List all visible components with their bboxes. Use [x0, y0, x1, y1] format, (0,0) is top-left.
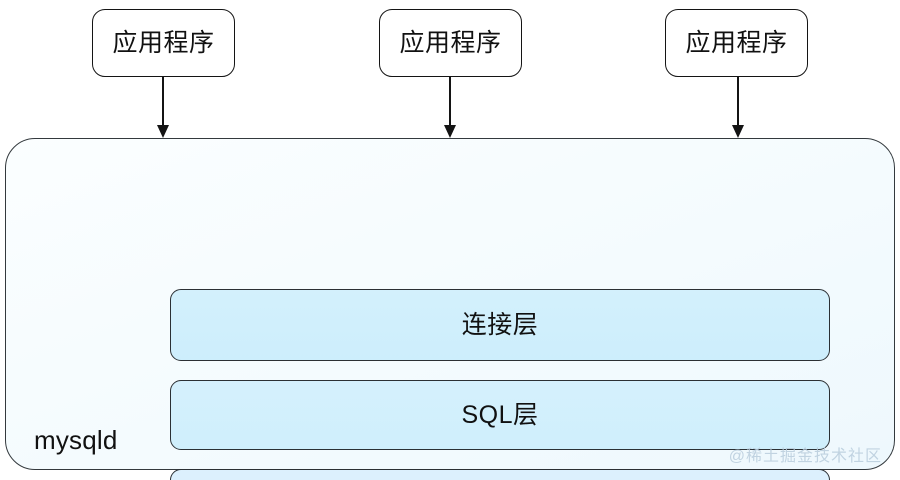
arrow-shaft — [162, 77, 164, 129]
app-box-2: 应用程序 — [379, 9, 522, 77]
arrow-down-icon-2 — [443, 77, 457, 141]
layer-storage-engine: 存储引擎层 磁盘 内存 网络 — [170, 469, 830, 480]
arrow-head — [443, 125, 456, 138]
mysqld-container: mysqld 连接层 SQL层 存储引擎层 磁盘 内存 网络 — [5, 138, 895, 480]
arrow-shaft — [449, 77, 451, 129]
app-box-2-label: 应用程序 — [399, 28, 502, 57]
app-box-3: 应用程序 — [665, 9, 808, 77]
arrow-head — [156, 125, 169, 138]
layer-connection: 连接层 — [170, 289, 830, 361]
layer-connection-label: 连接层 — [461, 310, 539, 339]
app-box-1-label: 应用程序 — [112, 28, 215, 57]
arrow-head — [731, 125, 744, 138]
app-box-3-label: 应用程序 — [685, 28, 788, 57]
layer-sql: SQL层 — [170, 380, 830, 450]
mysqld-label: mysqld — [34, 425, 118, 455]
app-box-1: 应用程序 — [92, 9, 235, 77]
arrow-shaft — [737, 77, 739, 129]
arrow-down-icon-3 — [731, 77, 745, 141]
arrow-down-icon-1 — [156, 77, 170, 141]
layer-sql-label: SQL层 — [461, 400, 539, 429]
